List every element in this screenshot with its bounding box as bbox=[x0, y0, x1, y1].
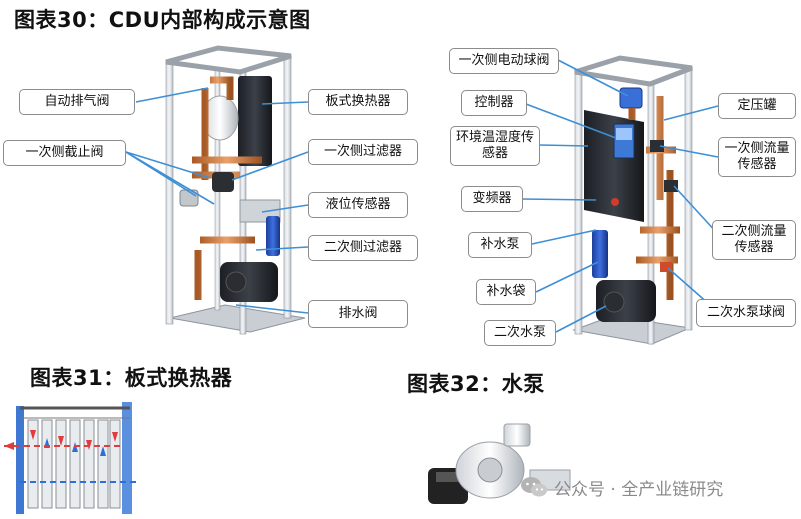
label-primary-stop-valve: 一次侧截止阀 bbox=[3, 140, 126, 166]
label-controller: 控制器 bbox=[461, 90, 527, 116]
label-primary-motorized-ball-valve: 一次侧电动球阀 bbox=[449, 48, 559, 74]
plate-heat-exchanger-illustration bbox=[4, 402, 138, 514]
label-drain-valve: 排水阀 bbox=[308, 300, 408, 328]
label-ambient-temp-humidity-sensor: 环境温湿度传感器 bbox=[450, 126, 540, 166]
label-secondary-pump: 二次水泵 bbox=[484, 320, 556, 346]
right-cdu-unit bbox=[574, 58, 692, 344]
label-level-sensor: 液位传感器 bbox=[308, 192, 408, 218]
label-secondary-pump-ball-valve: 二次水泵球阀 bbox=[696, 299, 796, 327]
watermark: 公众号 · 全产业链研究 bbox=[520, 470, 723, 504]
label-expansion-tank: 定压罐 bbox=[718, 93, 796, 119]
label-auto-vent-valve: 自动排气阀 bbox=[19, 89, 135, 115]
label-makeup-pump: 补水泵 bbox=[468, 232, 532, 258]
label-secondary-filter: 二次侧过滤器 bbox=[308, 235, 418, 261]
label-makeup-bag: 补水袋 bbox=[476, 279, 536, 305]
label-vfd: 变频器 bbox=[461, 186, 523, 212]
label-primary-filter: 一次侧过滤器 bbox=[308, 139, 418, 165]
wechat-icon bbox=[520, 475, 548, 499]
label-secondary-flow-sensor: 二次侧流量传感器 bbox=[712, 220, 796, 260]
label-primary-flow-sensor: 一次侧流量传感器 bbox=[718, 137, 796, 177]
label-plate-heat-exchanger: 板式换热器 bbox=[308, 89, 408, 115]
watermark-text: 公众号 · 全产业链研究 bbox=[554, 475, 723, 500]
